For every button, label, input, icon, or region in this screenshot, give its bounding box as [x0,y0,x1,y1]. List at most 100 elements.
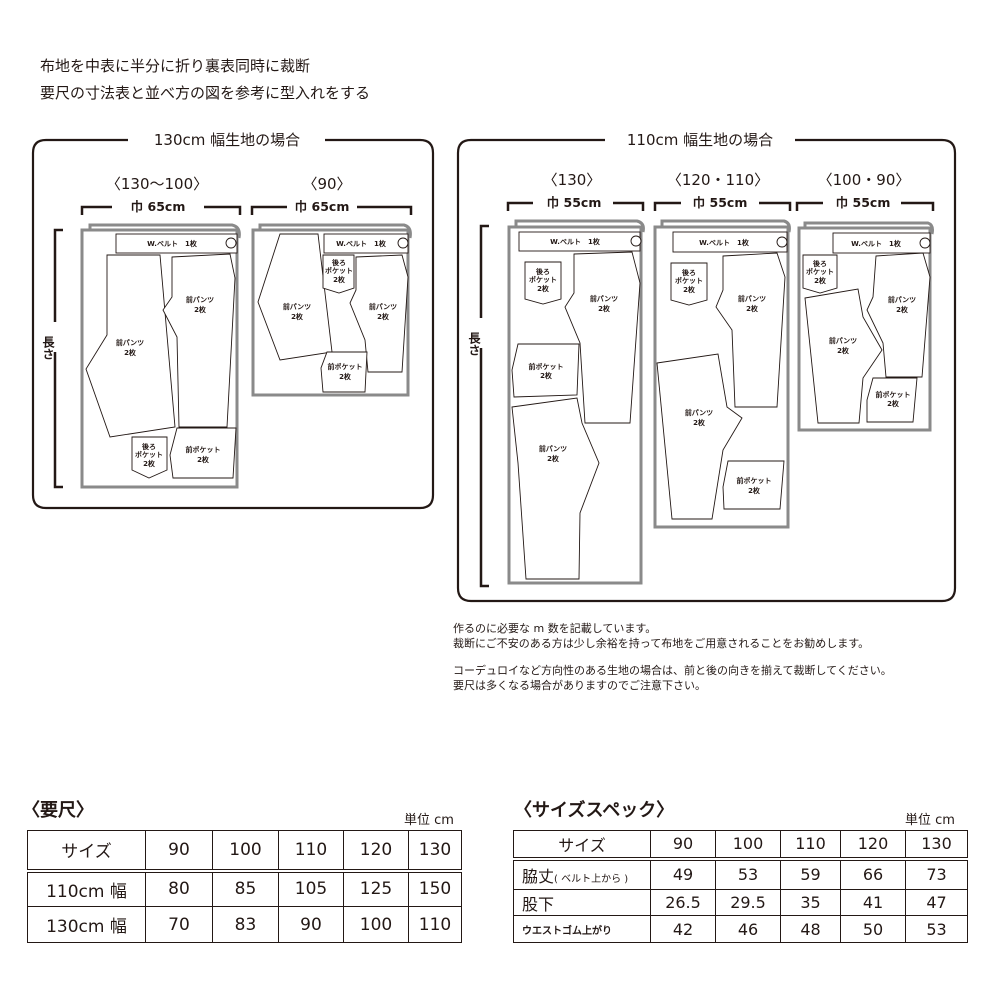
piece-label: W.ベルト 1枚 [336,239,387,248]
piece-qty: 2枚 [748,486,761,495]
table-header-cell: 120 [840,830,906,861]
piece-back-pocket [802,254,838,294]
piece-front-pocket [722,460,785,510]
piece-qty: 2枚 [377,312,390,321]
width-label: 巾 65cm [131,199,186,214]
table-header-cell: 100 [212,830,279,873]
width-bracket [653,201,792,211]
row-label: 脇丈 [522,866,555,886]
piece-label: ポケット [806,267,834,276]
row-label-note: ( ベルト上から ) [554,873,629,885]
size-label: 〈90〉 [302,175,351,193]
piece-front-pants [804,288,883,424]
size-table-title: 〈サイズスペック〉 [514,800,675,821]
piece-front-pants [85,254,176,438]
piece-label: 後ろ [141,442,156,451]
piece-front-pants [715,252,786,408]
piece-label: W.ベルト 1枚 [550,237,601,246]
piece-front-pocket [169,427,237,479]
table-cell: 70 [145,906,213,943]
piece-front-pants [511,397,600,580]
table-header-cell: 90 [145,830,213,873]
width-label: 巾 65cm [295,199,350,214]
table-header-cell: 130 [905,830,968,861]
table-cell: 42 [650,915,716,943]
table-cell: 41 [840,889,906,916]
table-cell: 100 [343,906,409,943]
layout-box-130 [31,138,435,510]
piece-back-pocket [131,436,168,479]
instruction-line-2: 要尺の寸法表と並べ方の図を参考に型入れをする [40,84,371,102]
table-cell: 50 [840,915,906,943]
layout-box-110 [456,138,957,603]
piece-qty: 2枚 [339,372,352,381]
note-line: コーデュロイなど方向性のある生地の場合は、前と後の向きを揃えて裁断してください。 [453,664,892,677]
table-cell: 73 [905,858,968,890]
table-row: 脇丈( ベルト上から ) 49 53 59 66 73 [513,858,968,890]
layout-title-130: 130cm 幅生地の場合 [154,131,300,149]
piece-label: 前ポケット [876,390,911,399]
piece-back-pocket [670,262,708,306]
piece-qty: 2枚 [746,304,759,313]
table-header-cell: 110 [278,830,344,873]
table-row: 130cm 幅 70 83 90 100 110 [27,906,462,943]
table-cell: 35 [780,889,841,916]
piece-label: 後ろ [331,258,346,267]
table-row: ウエストゴム上がり 42 46 48 50 53 [513,915,968,943]
piece-qty: 2枚 [896,305,909,314]
table-cell: 53 [905,915,968,943]
table-row-label: ウエストゴム上がり [513,915,651,943]
table-header-row: サイズ 90 100 110 120 130 [513,830,968,861]
size-label: 〈130〜100〉 [106,175,208,193]
piece-label: 前パンツ [590,294,618,303]
piece-front-pocket [511,343,580,398]
piece-qty: 2枚 [887,399,900,408]
table-cell: 66 [840,858,906,890]
piece-label: 前ポケット [186,445,221,454]
width-bracket [795,201,935,211]
table-cell: 47 [905,889,968,916]
width-label: 巾 55cm [836,195,891,210]
table-cell: 29.5 [715,889,781,916]
piece-label: 前パンツ [283,302,311,311]
piece-front-pants [656,353,743,520]
piece-label: 後ろ [681,268,696,277]
note-line: 要尺は多くなる場合がありますのでご注意下さい。 [453,679,706,692]
length-label: 長さ [467,331,481,356]
piece-front-pants [349,254,409,373]
cutting-layout-diagrams: 130cm 幅生地の場合 長さ 〈130〜100〉 巾 65cm W.ベルト 1… [31,131,957,603]
piece-qty: 2枚 [814,276,827,285]
piece-label: 前パンツ [829,336,857,345]
table-row: 110cm 幅 80 85 105 125 150 [27,870,462,907]
fabric-table-title: 〈要尺〉 [22,800,94,821]
length-label: 長さ [41,335,55,360]
piece-label: 前ポケット [529,362,564,371]
layout-110cm-fabric: 110cm 幅生地の場合 長さ 〈130〉 巾 55cm W.ベルト 1枚 後ろ… [456,131,957,603]
table-cell: 53 [715,858,781,890]
table-row-label: 股下 [513,889,651,916]
width-bracket [250,205,413,215]
table-cell: 105 [278,870,344,907]
piece-label: 前パンツ [369,302,397,311]
table-cell: 90 [278,906,344,943]
piece-label: W.ベルト 1枚 [699,238,750,247]
piece-label: ポケット [675,276,703,285]
size-spec-table: サイズ 90 100 110 120 130 脇丈( ベルト上から ) 49 5… [513,830,968,943]
table-header-row: サイズ 90 100 110 120 130 [27,830,462,873]
piece-label: ポケット [529,275,557,284]
piece-front-pants [866,252,931,378]
button-icon [225,237,237,249]
piece-label: 前パンツ [116,338,144,347]
fabric-requirement-table: サイズ 90 100 110 120 130 110cm 幅 80 85 105… [27,830,462,943]
table-header-cell: 100 [715,830,781,861]
piece-qty: 2枚 [124,348,137,357]
piece-qty: 2枚 [547,454,560,463]
size-label: 〈130〉 [543,171,602,189]
piece-label: 前パンツ [685,408,713,417]
length-bracket [479,224,489,588]
table-row: 股下 26.5 29.5 35 41 47 [513,889,968,916]
piece-back-pocket [322,254,355,294]
piece-qty: 2枚 [598,304,611,313]
button-icon [919,237,931,249]
piece-label: 後ろ [812,259,827,268]
